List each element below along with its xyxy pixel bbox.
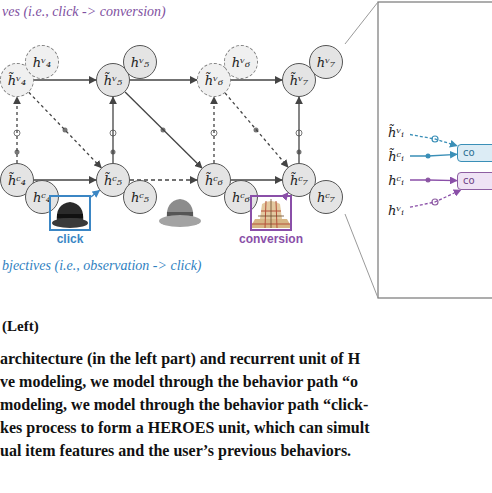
connector-arrow: [225, 93, 288, 167]
node-label: hᵛ₄: [33, 56, 51, 69]
node-label: hᵛ₇: [317, 56, 335, 69]
caption-line: architecture (in the left part) and recu…: [0, 350, 360, 368]
projection-line: [345, 214, 378, 298]
node-label: h̃ᶜ₆: [205, 174, 223, 187]
connector-arrow: [298, 97, 299, 163]
input-symbol: hᶜᵢ: [382, 170, 410, 190]
state-circle: hᶜ₇: [309, 180, 343, 214]
node-label: h̃ᶜ₄: [8, 174, 26, 187]
state-circle: hᵛ₆: [224, 45, 258, 79]
node-label: h̃ᵛ₄: [8, 74, 26, 87]
hat-brim: [159, 215, 201, 227]
hat-brim: [52, 218, 88, 228]
connector-arrow: [16, 97, 17, 163]
state-circle: hᶜ₆: [224, 180, 258, 214]
inset-frame: [378, 2, 492, 298]
connector-arrow: [213, 97, 214, 163]
projection-line: [345, 2, 378, 44]
operation-box: co: [457, 172, 492, 190]
node-label: h̃ᶜ₇: [290, 174, 308, 187]
connector-arrow: [34, 79, 96, 80]
node-label: hᶜᵢ: [388, 174, 404, 187]
caption-line: kes process to form a HEROES unit, which…: [0, 419, 370, 437]
panel-label: (Left): [2, 318, 39, 335]
item-box: conversion: [250, 195, 292, 231]
connector-arrow: [91, 190, 100, 197]
node-label: h̃ᶜᵢ: [388, 150, 404, 163]
connector-arrow: [29, 92, 101, 167]
item-box: click: [49, 195, 91, 231]
caption-line: ual item features and the user’s previou…: [0, 442, 351, 460]
objective-note: ves (i.e., click -> conversion): [2, 4, 166, 20]
node-label: hᶜ₆: [232, 191, 250, 204]
node-label: co: [463, 176, 475, 186]
node-label: click: [57, 233, 84, 245]
node-label: h̃ᶜ₅: [104, 174, 122, 187]
state-circle: hᵛ₇: [309, 45, 343, 79]
input-symbol: h̃ᶜᵢ: [382, 146, 410, 166]
hat-band: [57, 214, 83, 218]
connector-arrow: [410, 154, 457, 156]
caption-line: modeling, we model through the behavior …: [0, 396, 368, 414]
node-label: conversion: [239, 233, 303, 245]
operation-box: co: [457, 144, 492, 162]
node-label: h̃ᵛ₅: [104, 74, 122, 87]
state-circle: hᶜ₄: [25, 180, 59, 214]
connector-arrow: [231, 79, 282, 80]
connector-arrow: [125, 92, 202, 168]
state-circle: hᵛ₄: [25, 45, 59, 79]
objective-note: bjectives (i.e., observation -> click): [2, 258, 202, 274]
caption-line: ve modeling, we model through the behavi…: [0, 373, 358, 391]
node-label: h̃ᵛ₆: [205, 74, 223, 87]
node-label: hᵛ₆: [232, 56, 250, 69]
connector-arrow: [410, 179, 457, 181]
connector-arrow: [410, 190, 461, 207]
connector-arrow: [130, 79, 197, 80]
input-symbol: h̃ᵛᵢ: [382, 122, 410, 142]
connector-arrow: [410, 135, 457, 146]
node-label: h̃ᵛ₇: [290, 74, 308, 87]
state-circle: hᵛ₅: [123, 45, 157, 79]
node-label: co: [463, 148, 475, 158]
state-circle: hᶜ₅: [123, 180, 157, 214]
connector-arrow: [112, 97, 113, 163]
node-label: hᵛᵢ: [388, 204, 404, 217]
node-label: hᶜ₅: [131, 191, 149, 204]
node-label: hᵛ₅: [131, 56, 149, 69]
hat-plaid: [258, 199, 284, 228]
input-symbol: hᵛᵢ: [382, 200, 410, 220]
node-label: hᶜ₇: [317, 191, 335, 204]
node-label: h̃ᵛᵢ: [388, 126, 404, 139]
